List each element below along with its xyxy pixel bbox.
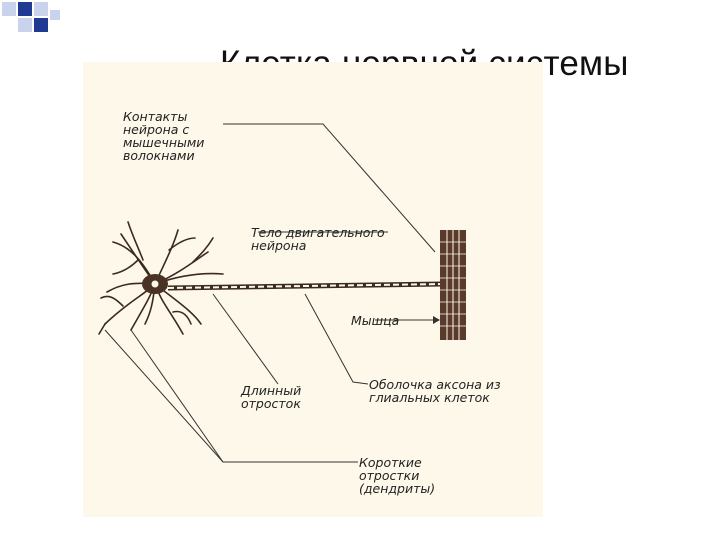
leader-contacts xyxy=(223,123,436,253)
label-motor-body: Тело двигательного нейрона xyxy=(251,225,385,253)
label-long-process: Длинный отросток xyxy=(241,383,302,411)
neuron-illustration xyxy=(98,123,466,463)
muscle-arrow xyxy=(433,316,440,324)
label-contacts: Контакты нейрона с мышечными волокнами xyxy=(123,109,205,163)
label-short-processes: Короткие отростки (дендриты) xyxy=(359,455,436,496)
leader-dendrite-a xyxy=(104,329,358,463)
leader-long-process xyxy=(212,293,279,385)
leader-axon-sheath xyxy=(304,293,369,385)
label-axon-sheath: Оболочка аксона из глиальных клеток xyxy=(369,377,501,405)
neuron-diagram: Контакты нейрона с мышечными волокнами Т… xyxy=(83,62,543,517)
neuron-soma xyxy=(142,274,168,294)
axon xyxy=(167,281,444,291)
muscle-block xyxy=(440,230,466,340)
label-muscle: Мышца xyxy=(351,313,400,328)
leader-dendrite-b xyxy=(130,329,224,463)
corner-decoration xyxy=(2,2,60,32)
